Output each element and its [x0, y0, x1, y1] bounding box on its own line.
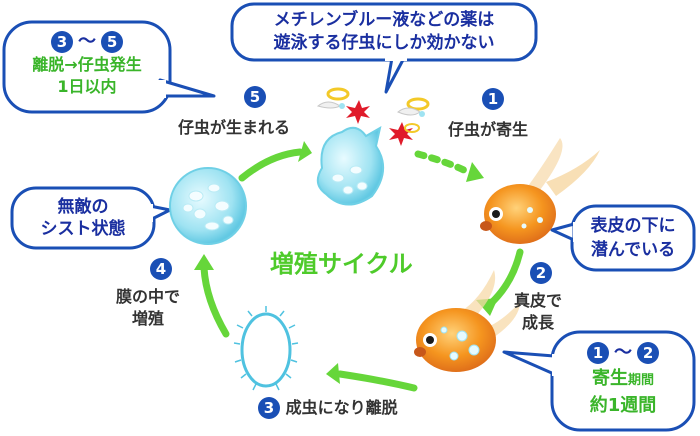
callout-hatch-text: 3 〜 5 離脱→仔虫発生 1日以内	[8, 30, 166, 98]
swarmer-halo-icons	[318, 89, 428, 132]
badge-5: 5	[101, 31, 123, 53]
step-3-label-wrap: 3 成虫になり離脱	[258, 394, 398, 419]
badge-1: 1	[587, 342, 609, 364]
callout-cyst-line2: シスト状態	[16, 218, 150, 240]
cyst-illustration	[170, 168, 246, 244]
tilde: 〜	[78, 31, 96, 52]
step-4-badge: 4	[150, 258, 172, 280]
arrow-2-to-3	[340, 374, 414, 388]
step-1-badge-wrap: 1	[482, 88, 504, 110]
step-3-label: 成虫になり離脱	[286, 398, 398, 417]
arrow-3-to-4	[204, 268, 226, 334]
callout-period-main: 寄生	[592, 368, 628, 389]
step-5-label: 仔虫が生まれる	[178, 114, 290, 138]
callout-skin-line1: 表皮の下に	[576, 214, 690, 238]
callout-skin-text: 表皮の下に 潜んでいる	[576, 214, 690, 262]
callout-hatch-line1: 離脱→仔虫発生	[8, 54, 166, 76]
tilde: 〜	[614, 342, 632, 363]
badge-2: 2	[637, 342, 659, 364]
step-1-badge: 1	[482, 88, 504, 110]
badge-3: 3	[51, 31, 73, 53]
center-title: 増殖サイクル	[270, 244, 413, 279]
step-2-label-line1: 真皮で	[514, 290, 562, 312]
step-2-badge-wrap: 2	[530, 262, 552, 284]
callout-period-line2: 約1週間	[556, 394, 690, 418]
step-4-label-line2: 増殖	[116, 308, 180, 330]
callout-hatch-line2: 1日以内	[8, 76, 166, 98]
callout-cyst-text: 無敵の シスト状態	[16, 196, 150, 240]
step-2-label-line2: 成長	[514, 312, 562, 334]
step-4-label: 膜の中で 増殖	[116, 286, 180, 330]
step-2-badge: 2	[530, 262, 552, 284]
callout-medicine-line2: 遊泳する仔虫にしか効かない	[240, 32, 528, 55]
callout-medicine-line1: メチレンブルー液などの薬は	[240, 9, 528, 32]
callout-medicine-text: メチレンブルー液などの薬は 遊泳する仔虫にしか効かない	[240, 9, 528, 55]
step-5-badge: 5	[244, 86, 266, 108]
callout-period-small: 期間	[628, 373, 654, 388]
step-5-badge-wrap: 5	[244, 86, 266, 108]
step-3-badge: 3	[258, 397, 280, 419]
arrow-4-to-5	[242, 152, 300, 178]
callout-period-text: 1 〜 2 寄生期間 約1週間	[556, 340, 690, 418]
callout-cyst-line1: 無敵の	[16, 196, 150, 218]
step-4-label-line1: 膜の中で	[116, 286, 180, 308]
step-4-badge-wrap: 4	[150, 258, 172, 280]
step-2-label: 真皮で 成長	[514, 290, 562, 334]
step-1-label: 仔虫が寄生	[448, 116, 528, 140]
bursting-cyst-illustration	[318, 128, 383, 205]
arrow-5-to-1	[418, 154, 468, 172]
adult-parasite-illustration	[234, 306, 298, 390]
callout-skin-line2: 潜んでいる	[576, 238, 690, 262]
